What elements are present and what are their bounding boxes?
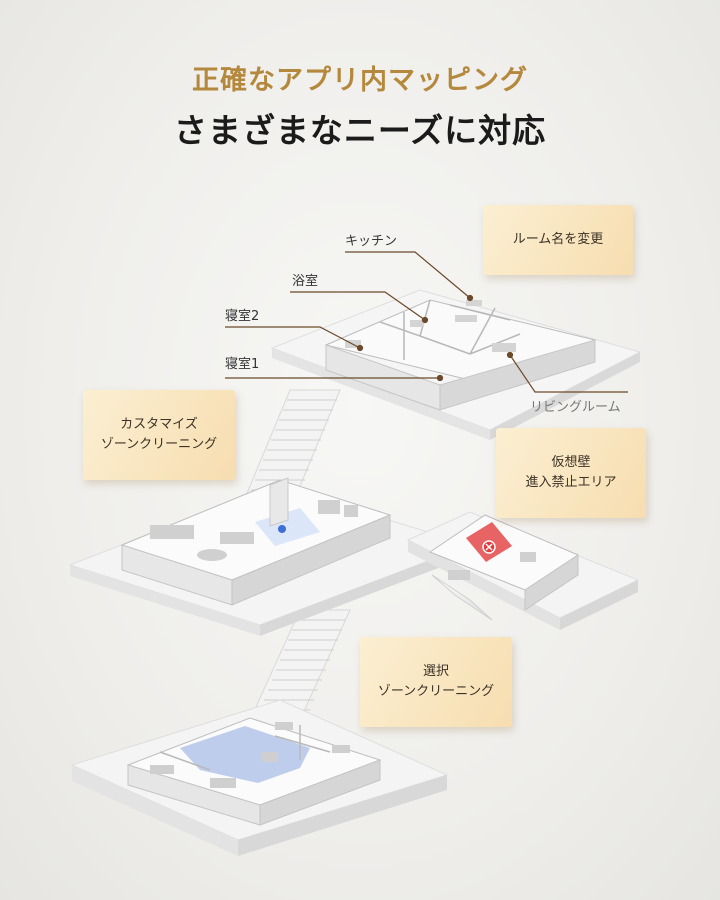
callout-select-line1: 選択 — [422, 664, 449, 679]
label-bathroom: 浴室 — [292, 274, 319, 289]
callout-rename-room: ルーム名を変更 — [483, 205, 633, 275]
label-living-room: リビングルーム — [530, 400, 621, 415]
label-kitchen: キッチン — [345, 234, 398, 249]
callout-virtual-wall-line1: 仮想壁 — [551, 455, 591, 470]
callout-rename-line1: ルーム名を変更 — [512, 232, 604, 247]
floor-middle-right — [406, 511, 640, 630]
callout-custom-zone: カスタマイズ ゾーンクリーニング — [83, 390, 235, 480]
label-bedroom2: 寝室2 — [225, 309, 260, 324]
floor-top — [270, 289, 642, 440]
floor-middle-left — [68, 477, 472, 636]
callout-select-zone: 選択 ゾーンクリーニング — [360, 637, 512, 727]
label-bedroom1: 寝室1 — [225, 357, 260, 372]
callout-select-line2: ゾーンクリーニング — [377, 684, 495, 699]
floor-bottom — [70, 699, 449, 856]
page-title: 正確なアプリ内マッピング — [192, 65, 528, 96]
page-subtitle: さまざまなニーズに対応 — [173, 111, 547, 150]
callout-custom-line1: カスタマイズ — [120, 417, 198, 432]
callout-virtual-wall-line2: 進入禁止エリア — [525, 475, 617, 490]
leader-lines — [225, 251, 628, 393]
callout-virtual-wall: 仮想壁 進入禁止エリア — [496, 428, 646, 518]
callout-custom-line2: ゾーンクリーニング — [100, 437, 218, 452]
